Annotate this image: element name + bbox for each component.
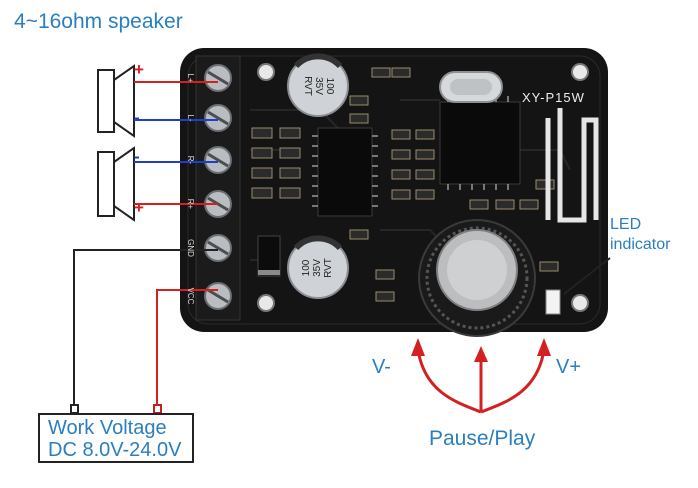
power-label-line2: DC 8.0V-24.0V [48,439,182,461]
led-label-line1: LED [610,216,642,233]
led-pointer [563,257,611,295]
pause-play-label: Pause/Play [429,427,536,450]
smd-components [251,67,559,302]
top-speaker-plus-sign: + [134,60,144,79]
terminal-label: GND [186,239,195,257]
speaker-title: 4~16ohm speaker [14,10,183,33]
capacitor-top-label: 10035VRVT [302,76,335,96]
bottom-speaker-plus-sign: + [134,198,144,217]
speaker-icon [97,64,135,138]
terminal-label: R+ [186,199,195,210]
diode [257,235,281,277]
capacitor-top [287,53,349,117]
terminal-labels: L+ L- R- R+ GND VCC [186,73,195,304]
mounting-hole-icon [257,63,589,312]
arrow-head-icon [411,338,551,362]
terminal-block [195,55,241,321]
power-wires [73,249,218,404]
board-model-label: XY-P15W [522,90,585,105]
speaker-icon [97,146,135,222]
volume-down-label: V- [372,356,391,378]
top-speaker-minus-sign: - [134,108,140,127]
terminal-label: R- [186,156,195,165]
led [545,289,561,315]
terminal-label: L+ [186,73,195,82]
terminal-label: L- [186,114,195,121]
rotary-knob [418,219,536,337]
power-label-line1: Work Voltage [48,417,167,439]
power-supply-box: Work Voltage DC 8.0V-24.0V [38,413,194,463]
led-label-line2: indicator [610,236,671,253]
capacitor-bottom-label: 10035VRVT [301,258,334,278]
crystal-oscillator [439,71,503,103]
bluetooth-antenna [545,108,599,223]
terminal-label: VCC [186,288,195,305]
speaker-wires [134,81,218,205]
capacitor-bottom [287,235,349,299]
volume-up-label: V+ [556,356,582,378]
led-indicator-label: LED indicator [610,215,670,255]
ic-chip [312,96,521,217]
bottom-speaker-minus-sign: - [134,147,140,166]
control-arrows [416,349,546,414]
